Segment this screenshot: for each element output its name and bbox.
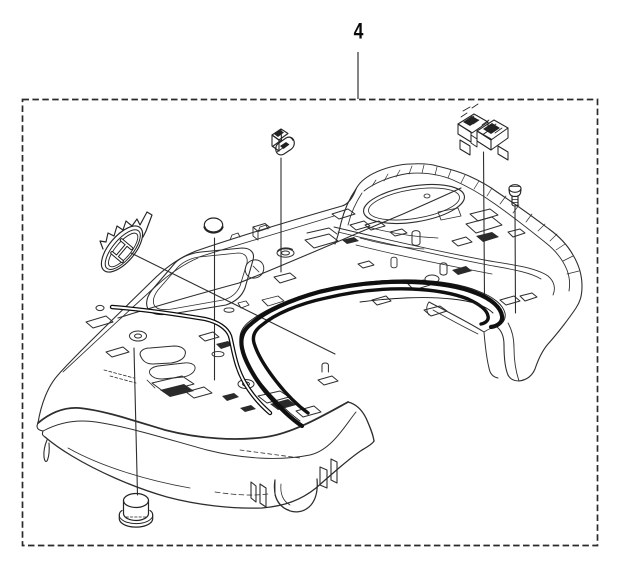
svg-text:4: 4 — [354, 20, 364, 44]
